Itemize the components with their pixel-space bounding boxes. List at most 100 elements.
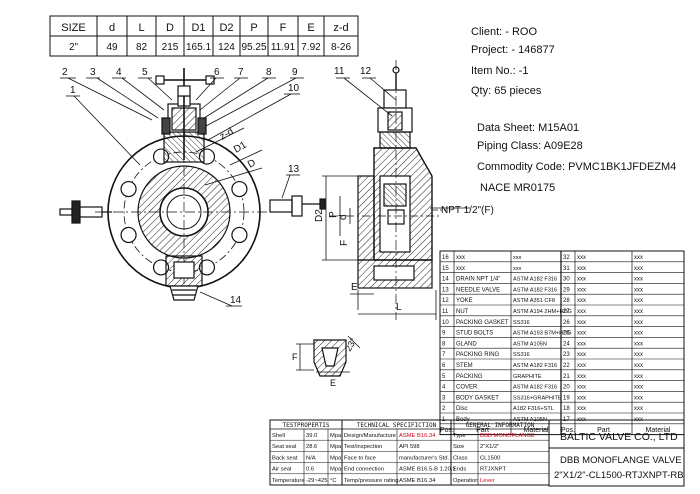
bom-cell: xxx <box>577 277 586 283</box>
callout-8: 8 <box>266 67 272 78</box>
front-callouts <box>60 77 304 307</box>
spec-cell: Face to face <box>344 455 376 461</box>
bom-header-1: Part <box>476 427 489 434</box>
bom-cell: xxx <box>577 298 586 304</box>
spec-cell: Ends <box>453 467 466 473</box>
nace-text: NACE MR0175 <box>480 182 555 194</box>
bolt-hole <box>231 226 248 244</box>
bom-header-5: Material <box>646 427 671 434</box>
bolt-hole <box>231 180 248 198</box>
dim-value-4: 165.1 <box>186 42 211 53</box>
callout-3: 3 <box>90 67 96 78</box>
L-label: L <box>396 302 402 313</box>
bom-cell: 20 <box>563 385 570 391</box>
dim-header-5: D2 <box>219 22 233 34</box>
spec-header-1: TECHNICAL SPECIFICTION <box>357 422 437 429</box>
spec-cell: Lever <box>480 478 495 484</box>
bom-cell: xxx <box>634 395 643 401</box>
bom-cell: DRAIN NPT 1/4" <box>456 277 500 283</box>
project-info: Client: - ROO Project: - 146877 Item No.… <box>471 26 676 194</box>
company-name: BALTIC VALVE CO., LTD <box>560 431 678 443</box>
bom-cell: ASTM A182 F316 <box>513 287 557 293</box>
spec-cell: ASME B16.34 <box>399 433 436 439</box>
spec-cell: Class <box>453 455 468 461</box>
callout-4: 4 <box>116 67 122 78</box>
bom-cell: YOKE <box>456 298 473 304</box>
spec-cell: 0.6 <box>306 467 314 473</box>
detail-F-label: F <box>292 352 298 362</box>
dim-value-5: 124 <box>218 42 235 53</box>
bom-cell: xxx <box>634 309 643 315</box>
bom-cell: 11 <box>442 309 449 315</box>
spec-cell: Seat seal <box>272 444 296 450</box>
bom-cell: xxx <box>577 341 586 347</box>
bom-cell: PACKING RING <box>456 352 500 358</box>
bom-cell: 21 <box>563 374 570 380</box>
dim-value-0: 2" <box>69 42 79 53</box>
dim-header-8: E <box>307 22 314 34</box>
npt-label: NPT 1/2"(F) <box>441 205 494 216</box>
E-label: E <box>351 282 358 293</box>
bom-cell: xxx <box>577 395 586 401</box>
bom-cell: xxx <box>456 255 465 261</box>
spec-cell: Back seat <box>272 455 298 461</box>
bom-cell: ASTM A182 F316 <box>513 277 557 283</box>
spec-cell: RTJXNPT <box>480 467 506 473</box>
client-text: Client: - ROO <box>471 26 537 38</box>
bom-cell: xxx <box>634 298 643 304</box>
spec-cell: Temperature <box>272 478 305 484</box>
spec-cell: Design/Manufacture <box>344 433 396 439</box>
D1-label: D1 <box>232 139 249 155</box>
bom-cell: xxx <box>577 331 586 337</box>
bom-cell: xxx <box>577 266 586 272</box>
F-label: F <box>339 240 350 246</box>
bom-cell: xxx <box>577 287 586 293</box>
spec-header-2: GENERAL INFORMATION <box>466 422 535 429</box>
front-callout-numbers: 2 3 4 5 6 7 8 9 1 10 13 14 <box>62 67 300 306</box>
bom-cell: xxx <box>577 374 586 380</box>
spec-cell: Temp/pressure rating <box>344 478 398 484</box>
bom-cell: 32 <box>563 255 570 261</box>
dim-header-9: z-d <box>333 22 348 34</box>
bom-header-4: Part <box>597 427 610 434</box>
spec-cell: ASME B16.34 <box>399 478 436 484</box>
callout-9: 9 <box>292 67 298 78</box>
d-label: d <box>338 214 349 220</box>
dim-header-2: L <box>138 22 144 34</box>
callout-1: 1 <box>70 85 76 96</box>
bom-cell: NEEDLE VALVE <box>456 287 500 293</box>
D-label: D <box>246 157 258 170</box>
spec-cell: 39.0 <box>306 433 317 439</box>
bom-cell: xxx <box>577 255 586 261</box>
callout-2: 2 <box>62 67 68 78</box>
bom-cell: GRAPHITE <box>513 374 542 380</box>
spec-cell: CL1500 <box>480 455 500 461</box>
bom-cell: Disc <box>456 406 468 412</box>
bom-cell: xxx <box>577 352 586 358</box>
dim-value-1: 49 <box>106 42 118 53</box>
bom-cell: xxx <box>634 406 643 412</box>
bom-cell: xxx <box>634 320 643 326</box>
spec-cell: 2"X1/2" <box>480 444 499 450</box>
spec-cell: 28.6 <box>306 444 317 450</box>
bom-cell: xxx <box>634 277 643 283</box>
bom-cell: xxx <box>577 385 586 391</box>
side-section-view <box>330 60 446 320</box>
bom-cell: 7 <box>442 352 446 358</box>
bom-cell: xxx <box>577 320 586 326</box>
spec-cell: -29~425 <box>306 478 327 484</box>
bom-cell: PACKING GASKET <box>456 320 509 326</box>
spec-cell: Mpa <box>330 467 342 473</box>
piping-class-text: Piping Class: A09E28 <box>477 140 583 152</box>
bom-cell: SS316 <box>513 352 530 358</box>
bom-cell: 15 <box>442 266 449 272</box>
spec-cell: ASME B16.5-B 1.20.1 <box>399 467 456 473</box>
spec-cell: API 598 <box>399 444 420 450</box>
side-labels: 11 12 D2 P d F E L NPT 1/2"(F) <box>314 66 494 313</box>
bom-cell: 9 <box>442 331 446 337</box>
bom-cell: GLAND <box>456 341 477 347</box>
dim-value-2: 82 <box>136 42 148 53</box>
drawing-title-2: 2"X1/2"-CL1500-RTJXNPT-RB <box>554 470 684 481</box>
